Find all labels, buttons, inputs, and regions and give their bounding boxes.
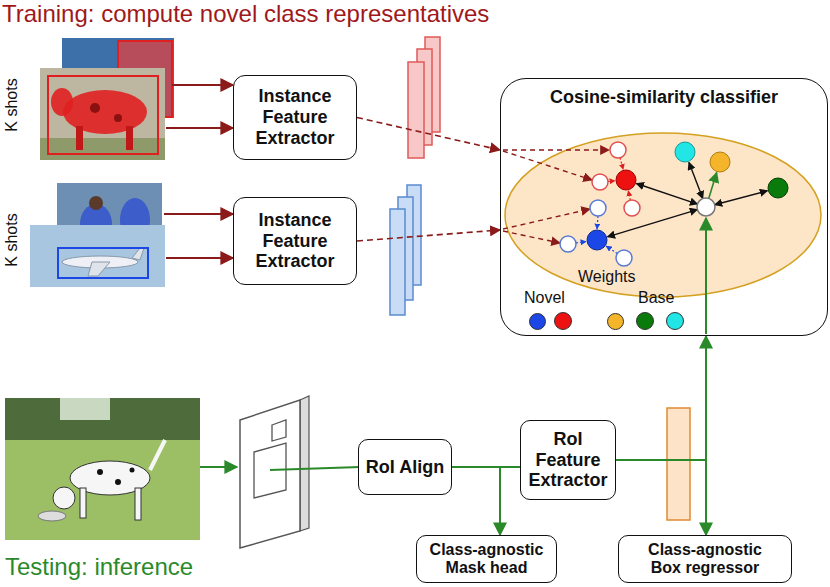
dog-head [53,487,75,509]
dog-spot [115,479,121,485]
legend-swatch [529,313,546,330]
plane-tail [132,248,144,260]
shots-label: K shots [3,213,21,266]
shot-embedding [616,250,632,266]
legend-extra-swatch [637,313,654,330]
base-weight [768,178,788,198]
feature-map-side [300,396,309,531]
dotted-arrow [620,158,623,170]
shot-embedding [592,174,608,190]
cow-spot [114,114,122,122]
process-box: RoI Feature Extractor [520,420,616,500]
connector-arrow [616,460,706,535]
legend-title: Weights [578,268,636,286]
dotted-arrow [608,180,615,182]
connector-arrow [357,118,500,151]
plane-wing [88,262,110,276]
connector-arrow [616,336,706,460]
dotted-arrow [597,216,598,229]
dog-spot [97,469,103,475]
query-embedding [697,198,715,216]
shot-embedding [610,142,626,158]
embedding-space [505,133,821,297]
extractor-box: Instance Feature Extractor [233,197,357,285]
input-arrow [200,466,237,468]
shot-embedding [624,200,640,216]
base-weight [675,142,695,162]
connector-arrow [357,230,500,241]
dotted-arrow [606,246,617,254]
legend-text: Novel [524,289,565,307]
section-title: Training: compute novel class representa… [2,0,489,28]
dog-tail [150,440,165,470]
extractor-box: Instance Feature Extractor [233,75,357,160]
legend-swatch [607,313,624,330]
shot-embedding [590,200,606,216]
input-arrow [166,127,233,129]
cow-leg [126,126,133,150]
shot-image [30,225,165,287]
instance-box [48,76,158,154]
feature-line [270,467,360,470]
dashed-leader [503,149,609,150]
query-arrow [705,218,707,334]
dotted-arrow [576,242,586,244]
dashed-leader [503,209,590,229]
cow-body [63,90,147,134]
box-text: RoI Align [366,457,444,478]
box-text: Class-agnostic Box regressor [637,541,773,578]
roi-feature-vector [667,408,690,520]
feature-map [240,400,300,548]
dog-spot [130,468,135,473]
similarity-arrow [689,162,703,198]
process-box: RoI Align [358,439,452,495]
similarity-arrow [608,210,698,237]
sky [60,398,110,420]
input-arrow [164,213,233,215]
box-text: Class-agnostic Mask head [425,541,548,578]
similarity-arrow [715,191,768,205]
shots-label: K shots [3,78,21,131]
novel-weight [616,170,636,190]
feature-vector [390,209,405,315]
dashed-leader [503,231,560,243]
person-head [89,196,103,210]
cow-leg [76,126,83,150]
dashed-leader [503,151,592,180]
base-weight [710,152,730,172]
novel-weight [587,230,607,250]
trees [5,398,200,440]
input-arrow [172,84,233,86]
connector-arrow [452,467,500,535]
cow-spot [90,103,100,113]
legend-text: Base [638,289,674,307]
cow-head [51,88,73,116]
input-arrow [166,257,233,259]
frisbee [38,511,66,521]
head-box: Class-agnostic Box regressor [618,535,792,583]
legend-extra-swatch [555,313,572,330]
box-text: RoI Feature Extractor [525,429,611,491]
head-box: Class-agnostic Mask head [416,535,557,583]
feature-vector [408,62,424,158]
dog-leg [80,488,86,518]
legend-extra-swatch [667,313,684,330]
dotted-arrow [628,191,630,200]
similarity-arrow [636,184,697,205]
test-image [5,398,200,540]
similarity-arrow [709,173,717,199]
roi-region [272,420,286,441]
shot-image [40,68,165,160]
instance-box [58,248,148,278]
box-text: Cosine-similarity classifier [550,87,778,108]
box-text: Instance Feature Extractor [242,210,348,272]
ground [40,138,165,160]
box-text: Instance Feature Extractor [242,86,348,148]
section-title: Testing: inference [5,553,193,581]
shot-embedding [560,236,576,252]
dog-leg [135,488,141,520]
